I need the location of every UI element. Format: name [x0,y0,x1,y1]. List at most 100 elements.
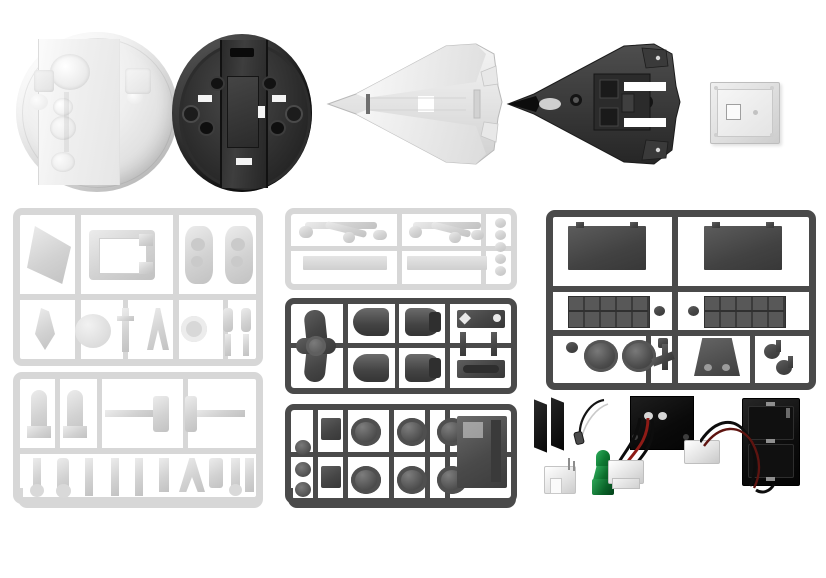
sprue-b-rail-v2 [97,379,102,449]
disc-black-tab-top [230,48,254,57]
part-strip-1 [303,256,387,270]
part-pin-stub-left [654,306,665,316]
part-trapezoid-plate [694,338,740,376]
part-panel-plain-1-tab-a [576,222,584,228]
part-wheel-5 [397,466,427,494]
white-connector-pin-1 [568,458,570,470]
lead-wire-terminal [570,396,626,452]
battery-spring [786,408,790,418]
plate-screw-hole-1 [714,86,718,90]
part-pin-7-head [229,484,242,496]
sprue-d-rail-v3 [395,304,399,388]
part-post-2 [67,390,83,436]
sprue-edge-center-frame [288,488,516,508]
battery-contact-2 [766,439,775,443]
part-chip-5 [495,266,506,276]
sprue-center-lower [285,404,517,504]
disc-black-boss-2 [264,78,276,89]
part-panel-ribbed-1 [568,296,650,328]
sprue-b-rail-v1 [55,379,60,449]
part-strip-2 [407,256,487,270]
part-propeller-hub [306,336,326,356]
foam-strip-1 [534,399,547,453]
part-link-1 [223,308,233,332]
sprue-edge-bottom-center [288,488,516,508]
part-chassis-tab-1 [139,234,153,246]
sprue-f-rail-v3 [750,336,755,383]
white-plug-a-shroud [612,478,640,489]
sprue-edge-bottom-left [18,488,263,508]
white-connector-pin [544,458,580,494]
sprue-a-frame [13,208,263,366]
sprue-c-frame [285,208,517,290]
part-panel-plain-1-tab-b [630,222,638,228]
battery-contact-1 [766,402,775,406]
part-side-panel-2 [225,226,253,284]
part-wheel-1 [351,418,381,446]
disc-white-boss-1 [50,54,90,90]
plate-square-cutout [726,104,741,120]
part-post-2-foot [63,426,87,438]
part-pin-8 [245,458,254,492]
part-side-panel-1-hole-b [191,256,203,267]
part-side-panel-1 [185,226,213,284]
part-axle-1 [105,410,159,417]
disc-black-highlight-1 [198,95,212,102]
disc-white-slot-left [34,70,54,92]
sprue-b-rail-mid [20,448,256,454]
part-rod-1-cross [117,316,134,321]
part-bracket-1 [321,418,341,440]
part-panel-plain-2 [704,226,782,270]
motor-module-terminal-1 [644,412,653,420]
part-panel-ribbed-2-seam [704,310,784,312]
sprue-e-rail-v3 [389,410,394,498]
plate-screw-hole-3 [714,133,718,137]
sprue-d-rail-v2 [445,304,450,388]
part-pin-7 [231,458,240,492]
part-large-panel-rib [491,420,501,482]
part-side-panel-1-hole-a [191,238,205,251]
sprue-e-rail-v1 [313,410,318,498]
part-linkage-1-end [373,230,387,240]
part-pulley-2 [622,340,656,372]
part-ring [181,316,207,342]
sprue-a-rail-v1 [75,215,81,295]
part-panel-plain-2-tab-a [712,222,720,228]
part-pod-4-inlet [429,358,441,378]
disc-black-highlight-4 [258,106,265,118]
part-pin-6 [159,458,169,492]
motor-module [630,396,694,452]
disc-white-boss-5 [30,94,48,110]
part-side-panel-2-hole-b [231,256,243,267]
sprue-a-rail-v4 [173,300,179,359]
part-chip-4 [495,254,506,264]
part-link-1-stem [225,334,231,356]
part-pin-3 [85,458,93,496]
part-pulley-pin [566,342,578,353]
sprue-c-rail-v2 [481,214,486,284]
sprue-f-rail-h1 [553,286,809,292]
disc-white-boss-2 [53,98,73,116]
part-chip-1 [495,218,506,228]
sprue-e-rail-v4 [425,410,430,498]
part-pod-3 [353,354,389,382]
disc-white-rib [64,92,69,152]
disc-black-boss-1 [211,78,223,89]
part-chip-2 [495,230,506,240]
delta-fuselage-white [326,36,504,172]
sprue-center-middle [285,298,517,394]
part-panel-ribbed-1-seam [568,310,648,312]
disc-black-boss-6 [287,107,301,121]
part-knob-1-stem [776,340,781,352]
lead-wire-svg [573,398,609,445]
part-large-panel-highlight [463,422,483,438]
sprue-d-frame [285,298,517,394]
motor-module-hole-2 [683,434,689,440]
sprue-c-rail-v1 [397,214,402,284]
part-panel-plain-2-tab-b [766,222,774,228]
sprue-e-frame [285,404,517,504]
part-trapezoid-hole-2 [722,364,730,371]
sprue-right [546,210,816,390]
part-knob-2-stem [788,356,793,368]
disc-shell-black [172,34,312,192]
